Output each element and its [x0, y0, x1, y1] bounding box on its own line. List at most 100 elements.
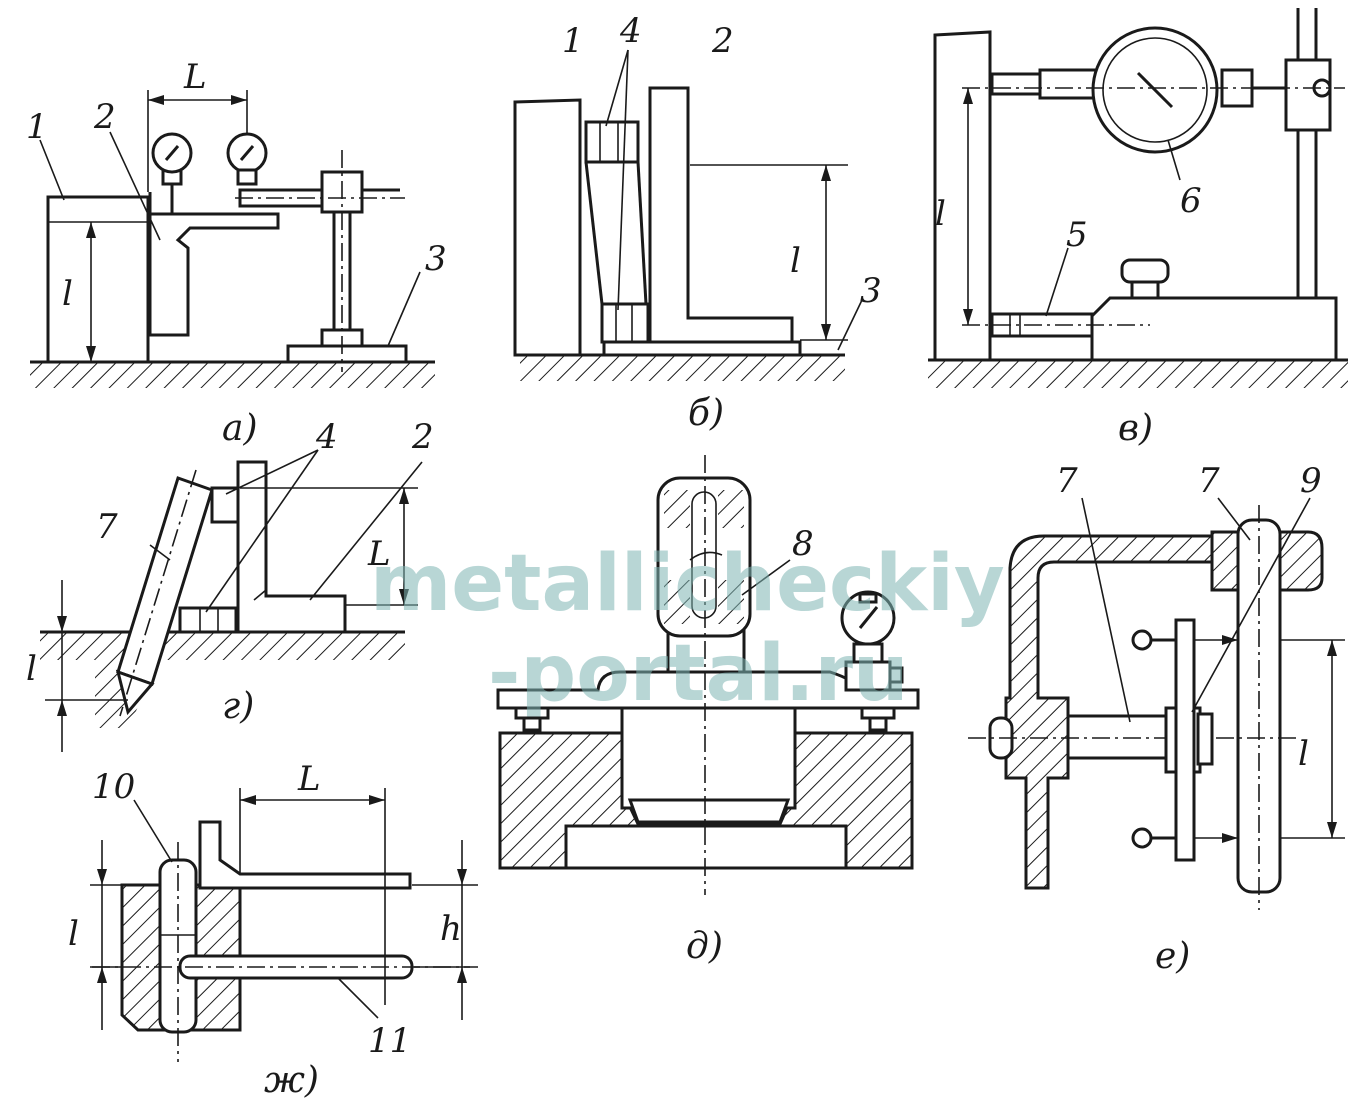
- figure-e-dim-l-arrow-bottom: [1327, 822, 1337, 838]
- figure-b-label-part1: 1: [562, 21, 584, 61]
- figure-zh-label-part10: 10: [92, 767, 135, 807]
- figure-a-leader-2: [109, 131, 161, 241]
- figure-b-leader-4a: [605, 49, 629, 127]
- figure-a-ground-hatch: [30, 362, 435, 388]
- figure-a-stand-base: [286, 344, 408, 364]
- figure-d: 8 д): [496, 455, 920, 967]
- figure-e-ref-upper-arrow: [1222, 635, 1238, 645]
- figure-g-gauge-block-bottom: [178, 606, 238, 634]
- figure-d-dial-screw: [888, 666, 904, 684]
- figure-g-dim-l-arrow-bottom: [57, 700, 67, 716]
- figure-d-knurl-bottom-left: [664, 580, 690, 624]
- figure-b-gauge-block-top: [584, 120, 640, 164]
- figure-g-label-dim-L: L: [367, 534, 391, 574]
- figure-e-part-9-clamp: [1196, 712, 1214, 766]
- figure-g-label-part7: 7: [96, 507, 118, 547]
- figure-b-label-part2: 2: [711, 21, 734, 61]
- figure-g-label-part4: 4: [315, 417, 338, 457]
- figure-g-dim-l-arrow-top: [57, 616, 67, 632]
- figure-zh-dim-L-arrow-right: [369, 795, 385, 805]
- figure-a-part-1-block: [46, 195, 150, 364]
- figure-a: 1 2 3 L l а): [26, 57, 447, 449]
- figure-v-label-part5: 5: [1066, 215, 1088, 255]
- figure-v-label-dim-l: l: [935, 194, 946, 234]
- figure-zh-label-dim-L: L: [297, 759, 321, 799]
- figure-e-leader-9: [1191, 497, 1311, 713]
- figure-d-dial-cap: [858, 592, 878, 604]
- figure-g-label-dim-l: l: [26, 649, 37, 689]
- figure-b-dim-l-arrow-top: [821, 165, 831, 181]
- figure-a-gauge-1-needle: [164, 145, 180, 161]
- figure-a-label-part2: 2: [93, 97, 116, 137]
- figure-d-housing-slot: [564, 824, 848, 870]
- figure-v-leader-5: [1045, 247, 1069, 317]
- figure-v-dial-face: [1102, 37, 1208, 143]
- figure-d-caption: д): [686, 926, 723, 967]
- watermark-line-1: metallicheckiy: [370, 539, 1005, 629]
- watermark: metallicheckiy -portal.ru: [370, 539, 1005, 719]
- figure-e-probe-upper-icon: [1131, 629, 1153, 651]
- figure-e-label-part7a: 7: [1056, 461, 1078, 501]
- figure-e-part-9-bar: [1174, 618, 1196, 862]
- figure-g-square-notch: [253, 589, 267, 601]
- figure-e-dim-l-arrow-top: [1327, 640, 1337, 656]
- figure-v-knob-icon: [1120, 258, 1170, 284]
- figure-d-foot-left-stem: [522, 716, 542, 732]
- figure-d-inner-recess: [627, 798, 791, 824]
- figure-a-leader-3: [387, 271, 421, 347]
- figure-v: 5 6 l в): [928, 8, 1348, 449]
- figure-zh-label-dim-h: h: [440, 909, 462, 949]
- figure-v-caption: в): [1118, 408, 1153, 449]
- watermark-line-2: -portal.ru: [488, 629, 909, 719]
- figure-v-column: [1296, 128, 1318, 300]
- figure-zh-dim-L-arrow-left: [240, 795, 256, 805]
- figure-zh-dim-h-arrow-bottom: [457, 967, 467, 983]
- figure-a-part-2-bracket: [148, 192, 280, 337]
- figure-b-leader-3: [837, 299, 863, 351]
- figure-zh-label-dim-l: l: [68, 914, 79, 954]
- figure-g-part-2-square: [236, 460, 347, 634]
- figure-d-part-8-slot: [691, 491, 717, 619]
- figure-b-part-2-square: [648, 86, 794, 344]
- figure-d-label-part8: 8: [792, 524, 814, 564]
- figure-e: 7 7 9 l е): [968, 461, 1345, 977]
- figure-zh-dim-l-arrow-bottom: [97, 967, 107, 983]
- figure-e-caption: е): [1155, 936, 1190, 977]
- figure-e-label-part7b: 7: [1198, 461, 1220, 501]
- figure-a-gauge-2-needle: [239, 145, 255, 161]
- figure-g-part-7-tip: [115, 669, 155, 716]
- figure-b-label-part3: 3: [860, 271, 882, 311]
- figure-d-foot-right-stem: [868, 716, 888, 732]
- figure-b-label-part4: 4: [619, 11, 642, 51]
- figure-b-caption: б): [688, 393, 724, 434]
- figure-b-straightedge-right: [636, 161, 648, 305]
- figure-g-leader-4b: [205, 449, 319, 613]
- figure-a-leader-1: [39, 139, 65, 201]
- figure-e-probe-lower-icon: [1131, 827, 1153, 849]
- figure-zh-leader-11: [337, 977, 379, 1019]
- figure-e-leader-7b: [1217, 497, 1251, 541]
- figure-g: 7 4 2 L l г): [26, 417, 434, 752]
- figure-a-dim-L-arrow-left: [148, 95, 164, 105]
- figure-g-caption: г): [222, 686, 254, 727]
- figure-b-gauge-block-bottom: [600, 302, 650, 344]
- figure-zh-leader-10: [133, 799, 173, 863]
- figure-b-dim-l-arrow-bottom: [821, 324, 831, 340]
- figure-zh-caption: ж): [264, 1060, 319, 1101]
- figure-a-label-dim-l: l: [62, 274, 73, 314]
- figure-e-part-7-horizontal: [1066, 714, 1170, 760]
- figure-v-wall: [933, 30, 992, 362]
- figure-v-dim-l-arrow-bottom: [963, 309, 973, 325]
- figure-v-leader-6: [1167, 139, 1181, 181]
- figure-v-upper-probe-tip: [990, 72, 1042, 96]
- figure-g-leader-2: [309, 461, 423, 601]
- figure-zh: 10 11 L l h ж): [68, 759, 478, 1101]
- figure-v-dim-l-arrow-top: [963, 88, 973, 104]
- figure-e-ref-lower-arrow: [1222, 833, 1238, 843]
- figure-g-leader-4a: [225, 449, 319, 495]
- figure-b-ground-hatch: [520, 355, 845, 381]
- figure-b-base-plate: [602, 340, 802, 357]
- figure-b-straightedge-left: [584, 161, 604, 305]
- figure-zh-label-part11: 11: [368, 1021, 411, 1061]
